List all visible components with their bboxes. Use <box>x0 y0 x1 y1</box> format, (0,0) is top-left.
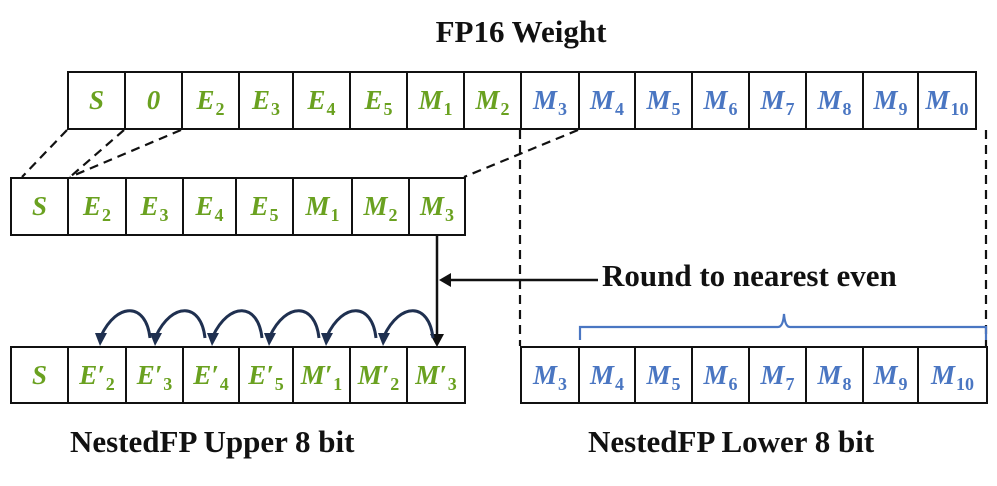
bit-cell: M9 <box>862 71 919 130</box>
bit-label: E4 <box>307 85 336 119</box>
bit-label: M8 <box>817 85 852 119</box>
bit-label: M5 <box>646 85 681 119</box>
bit-cell: E3 <box>125 177 184 236</box>
bit-cell: E2 <box>181 71 240 130</box>
bit-cell: E5 <box>235 177 294 236</box>
bit-cell: E5 <box>349 71 408 130</box>
bit-label: S <box>31 191 48 221</box>
bit-label: M1 <box>305 191 340 225</box>
bit-cell: E′3 <box>125 346 184 404</box>
round-arrow-head <box>439 273 451 287</box>
bit-cell: S <box>10 346 69 404</box>
bit-label: M10 <box>925 85 969 119</box>
bit-cell: M6 <box>691 71 750 130</box>
shift-arcs <box>99 309 435 339</box>
bit-cell: S <box>10 177 69 236</box>
bit-label: M9 <box>873 85 908 119</box>
round-annotation: Round to nearest even <box>602 258 897 293</box>
bit-cell: M5 <box>634 346 693 404</box>
bit-label: M6 <box>703 85 738 119</box>
bit-cell: M1 <box>292 177 353 236</box>
bit-label: M′3 <box>415 359 457 394</box>
bit-cell: E3 <box>238 71 294 130</box>
bit-cell: M4 <box>578 346 636 404</box>
bit-cell: M5 <box>634 71 693 130</box>
bit-cell: E′2 <box>67 346 127 404</box>
bit-label: M6 <box>703 359 738 394</box>
bit-cell: M7 <box>748 346 807 404</box>
bit-label: M2 <box>363 191 398 225</box>
bit-label: S <box>88 85 105 115</box>
bit-label: M2 <box>475 85 510 119</box>
bit-label: M9 <box>873 359 908 394</box>
bit-label: E2 <box>196 85 225 119</box>
bit-cell: E′5 <box>238 346 294 404</box>
bit-label: M4 <box>589 85 624 119</box>
bit-cell: M3 <box>520 71 580 130</box>
bit-cell: 0 <box>124 71 183 130</box>
bit-cell: S <box>67 71 126 130</box>
dash-sign-to-sign <box>21 129 68 178</box>
bit-cell: M8 <box>805 71 864 130</box>
bit-cell: M2 <box>351 177 410 236</box>
bit-cell: M′1 <box>292 346 351 404</box>
bit-cell: M3 <box>408 177 466 236</box>
bit-label: M3 <box>532 359 567 394</box>
bit-cell: M10 <box>917 71 977 130</box>
bit-label: M′2 <box>357 359 400 394</box>
shift-arrowheads <box>95 333 390 346</box>
bit-label: M7 <box>760 359 795 394</box>
bit-label: E′2 <box>79 359 115 394</box>
bit-cell: E2 <box>67 177 127 236</box>
bit-label: E4 <box>195 191 224 225</box>
bit-cell: M′3 <box>406 346 466 404</box>
bit-label: S <box>31 359 48 390</box>
bit-label: M′1 <box>300 359 343 394</box>
bit-cell: M2 <box>463 71 522 130</box>
bit-cell: M′2 <box>349 346 408 404</box>
bit-label: M7 <box>760 85 795 119</box>
bit-label: E3 <box>140 191 169 225</box>
bit-label: E′5 <box>248 359 284 394</box>
bit-cell: M9 <box>862 346 919 404</box>
bit-cell: M1 <box>406 71 465 130</box>
bit-label: E5 <box>250 191 279 225</box>
diagram-title: FP16 Weight <box>435 14 607 49</box>
bit-label: M5 <box>646 359 681 394</box>
bit-label: M4 <box>589 359 624 394</box>
bit-label: M1 <box>418 85 453 119</box>
bit-label: M3 <box>419 191 454 225</box>
bit-label: E′4 <box>193 359 229 394</box>
bit-cell: M8 <box>805 346 864 404</box>
dash-zero-to-e2 <box>69 129 125 178</box>
bit-label: 0 <box>146 85 161 115</box>
bit-label: E2 <box>82 191 111 225</box>
bit-label: E5 <box>364 85 393 119</box>
dash-e2-to-e2 <box>69 128 182 179</box>
lower-caption: NestedFP Lower 8 bit <box>588 424 875 459</box>
bit-label: E′3 <box>136 359 173 394</box>
bit-cell: M10 <box>917 346 988 404</box>
bit-cell: M3 <box>520 346 580 404</box>
bit-cell: M7 <box>748 71 807 130</box>
bit-label: M3 <box>532 85 567 119</box>
bit-label: M8 <box>817 359 852 394</box>
bit-cell: M6 <box>691 346 750 404</box>
bit-cell: M4 <box>578 71 636 130</box>
bit-cell: E′4 <box>182 346 240 404</box>
curly-brace <box>578 313 988 340</box>
bit-label: M10 <box>930 359 974 394</box>
upper-caption: NestedFP Upper 8 bit <box>70 424 355 459</box>
bit-cell: E4 <box>292 71 351 130</box>
bit-label: E3 <box>251 85 280 119</box>
bit-cell: E4 <box>182 177 237 236</box>
